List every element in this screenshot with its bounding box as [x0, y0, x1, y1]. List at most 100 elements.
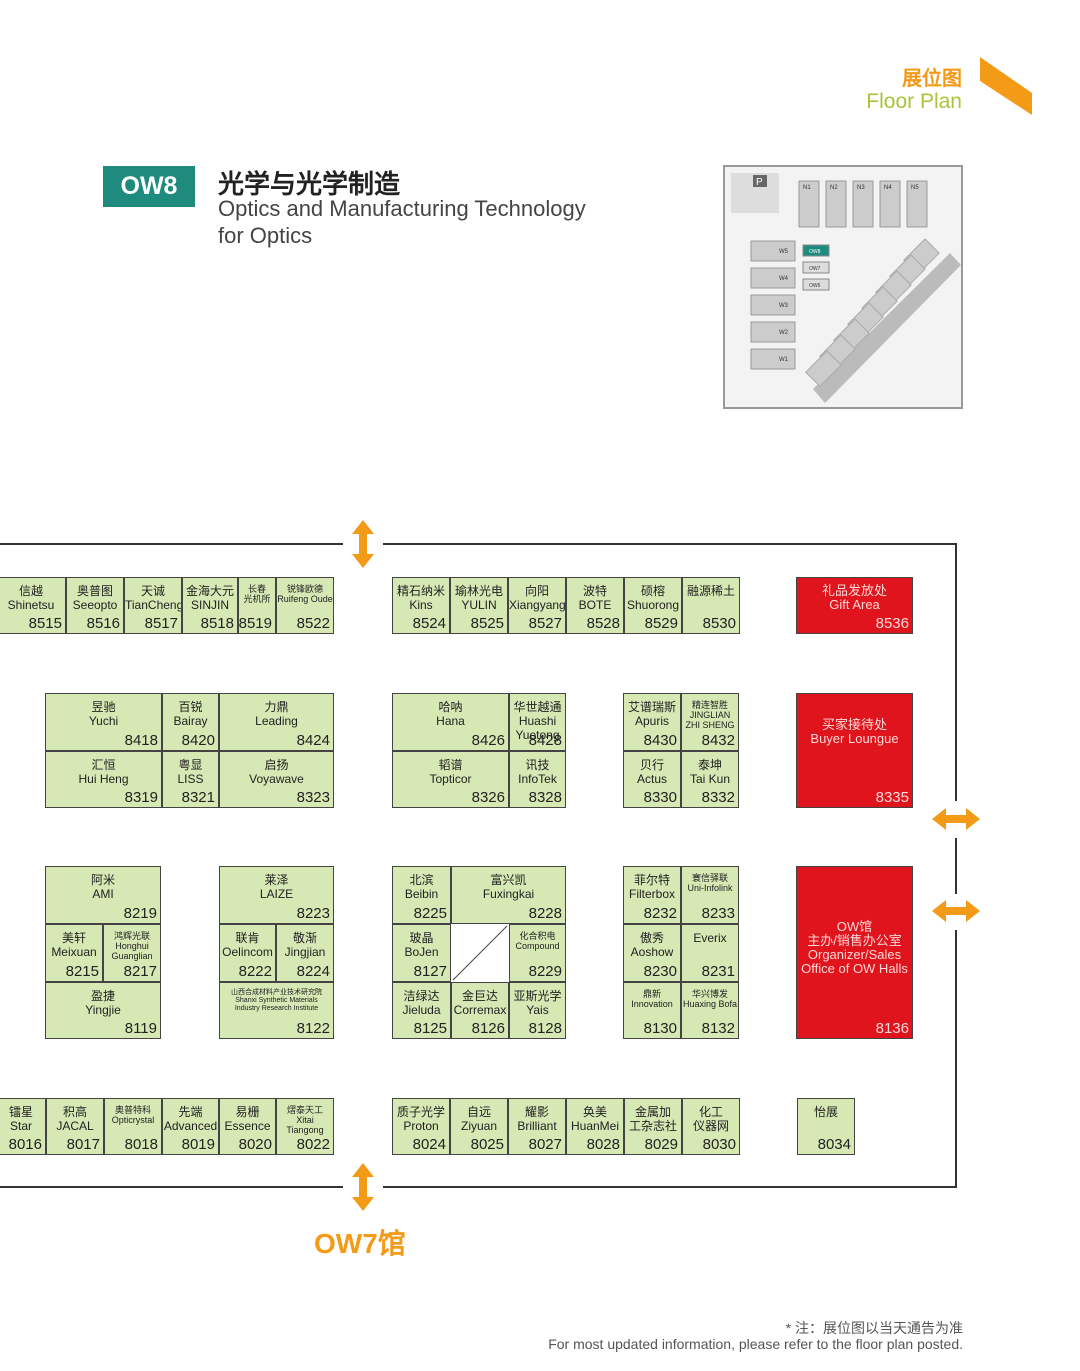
booth-number: 8029 — [644, 1136, 678, 1153]
booth-name: 哈呐 Hana — [436, 700, 465, 728]
booth-name: 昱驰 Yuchi — [88, 700, 119, 728]
booth-name: 化合积电 Compound — [515, 931, 560, 951]
booth-name: 亚斯光学 Yais — [513, 989, 562, 1017]
booth-number: 8022 — [296, 1136, 330, 1153]
booth-name: 联肯 Oelincom — [222, 931, 273, 959]
booth-name: 艾谱瑞斯 Apuris — [627, 700, 676, 728]
hall-wall-bottom-left — [0, 1186, 343, 1188]
booth-name: 鸿辉光联 Honghui Guanglian — [111, 931, 153, 961]
booth-number: 8424 — [296, 732, 330, 749]
booth-number: 8126 — [471, 1020, 505, 1037]
minimap-hall-n1 — [798, 180, 820, 228]
booth-name: 华世越通 Huashi Yuetong — [513, 700, 562, 742]
floor-plan-title-cn: 展位图 — [902, 68, 962, 90]
minimap-hall-w4 — [750, 267, 796, 289]
booth-name: 买家接待处 Buyer Loungue — [810, 716, 899, 746]
booth-name: 贝行 Actus — [636, 758, 667, 786]
minimap-hall-label: OW6 — [809, 283, 821, 289]
booth-name: 金海大元 SINJIN — [185, 584, 234, 612]
booth-name: 礼品发放处 Gift Area — [821, 583, 887, 612]
booth-name: 启扬 Voyawave — [249, 758, 304, 786]
booth-name: 怡展 — [813, 1105, 838, 1119]
booth-number: 8125 — [413, 1020, 447, 1037]
booth-name: 易栅 Essence — [224, 1105, 271, 1133]
booth-name: 北滨 Beibin — [404, 873, 439, 901]
booth-name: 莱泽 LAIZE — [259, 873, 294, 901]
hall-title-cn: 光学与光学制造 — [218, 169, 401, 199]
booth-8136[interactable]: OW馆 主办/销售办公室 Organizer/Sales Office of O… — [796, 866, 913, 1039]
booth-name: 自远 Ziyuan — [460, 1105, 498, 1133]
minimap-hall-w3 — [750, 294, 796, 316]
booth-name: 山西合成材料产业技术研究院 Shanxi Synthetic Materials… — [231, 989, 322, 1012]
booth-8536[interactable]: 礼品发放处 Gift Area 8536 — [796, 577, 913, 634]
booth-number: 8536 — [875, 615, 909, 632]
booth-number: 8328 — [528, 789, 562, 806]
minimap-hall-n4 — [879, 180, 901, 228]
booth-8122[interactable]: 山西合成材料产业技术研究院 Shanxi Synthetic Materials… — [219, 982, 334, 1039]
booth-name: 融源稀土 — [686, 584, 735, 598]
booth-name: 奥普图 Seeopto — [72, 584, 118, 612]
booth-number: 8321 — [181, 789, 215, 806]
